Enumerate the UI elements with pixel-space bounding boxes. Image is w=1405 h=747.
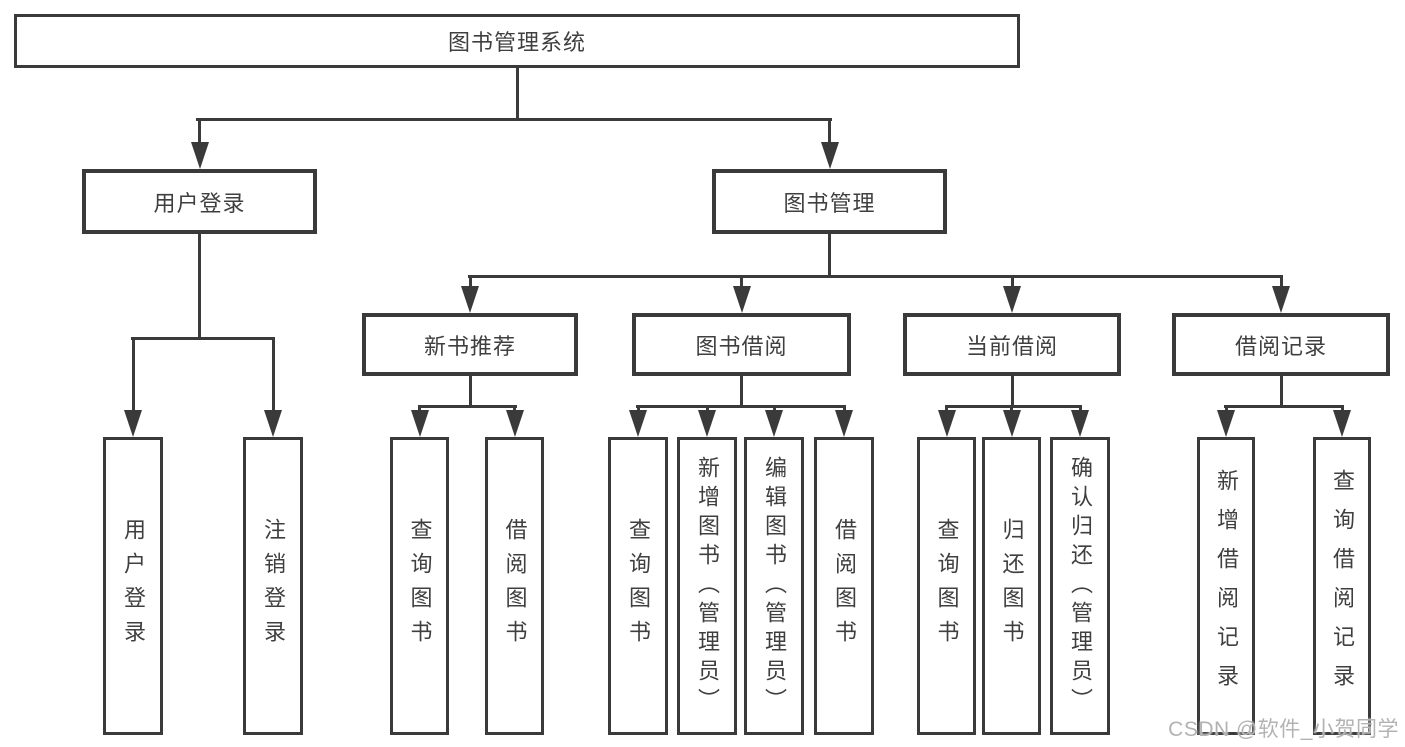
connector-new-book-stem <box>468 373 472 407</box>
connector-line <box>1340 405 1344 413</box>
leaf-label: 借阅图书 <box>832 518 857 654</box>
leaf-label: 编辑图书（管理员） <box>762 455 787 717</box>
leaf-query-borrow-record: 查询借阅记录 <box>1313 437 1371 735</box>
node-current-borrow: 当前借阅 <box>903 313 1121 376</box>
leaf-query-books-recommend: 查询图书 <box>390 437 449 735</box>
connector-line <box>636 405 640 413</box>
connector-line <box>513 405 516 413</box>
arrowhead-down-icon <box>124 410 142 437</box>
connector-user-login-branch <box>131 337 275 340</box>
arrowhead-down-icon <box>765 410 783 437</box>
leaf-label: 查询借阅记录 <box>1330 469 1355 703</box>
connector-borrow-records-stem <box>1279 373 1283 407</box>
connector-line <box>1224 405 1228 413</box>
connector-borrow-records-branch <box>1224 405 1344 408</box>
arrowhead-down-icon <box>1217 410 1235 437</box>
leaf-label: 确认归还（管理员） <box>1068 455 1093 717</box>
node-user-login: 用户登录 <box>82 169 317 234</box>
arrowhead-down-icon <box>410 410 429 437</box>
arrowhead-down-icon <box>461 286 479 313</box>
leaf-confirm-return-admin: 确认归还（管理员） <box>1050 437 1110 735</box>
leaf-add-books-admin: 新增图书（管理员） <box>677 437 737 735</box>
leaf-user-login: 用户登录 <box>103 437 163 735</box>
leaf-label: 用户登录 <box>121 518 146 654</box>
leaf-label: 查询图书 <box>934 518 960 654</box>
leaf-add-borrow-record: 新增借阅记录 <box>1197 437 1255 735</box>
arrowhead-down-icon <box>1333 410 1351 437</box>
node-new-book-recommend: 新书推荐 <box>362 313 578 376</box>
arrowhead-down-icon <box>190 142 209 169</box>
connector-current-borrow-stem <box>1010 373 1014 407</box>
node-root: 图书管理系统 <box>14 14 1020 68</box>
leaf-borrow-books-recommend: 借阅图书 <box>485 437 544 735</box>
connector-book-borrow-stem <box>740 373 743 407</box>
leaf-edit-books-admin: 编辑图书（管理员） <box>744 437 804 735</box>
arrowhead-down-icon <box>732 286 751 313</box>
arrowhead-down-icon <box>1272 286 1290 313</box>
arrowhead-down-icon <box>629 410 647 437</box>
connector-book-management-stem <box>828 231 831 278</box>
leaf-borrow-books: 借阅图书 <box>814 437 874 735</box>
leaf-query-books-borrow: 查询图书 <box>608 437 668 735</box>
connector-line <box>705 405 709 413</box>
connector-line <box>945 405 948 413</box>
connector-line <box>1010 405 1013 413</box>
leaf-return-books: 归还图书 <box>982 437 1041 735</box>
arrowhead-down-icon <box>1002 410 1021 437</box>
connector-line <box>1010 275 1014 289</box>
arrowhead-down-icon <box>937 410 956 437</box>
connector-line <box>772 405 776 413</box>
connector-line <box>740 275 743 289</box>
leaf-label: 归还图书 <box>999 518 1025 654</box>
connector-user-login-stem <box>198 231 201 339</box>
arrowhead-down-icon <box>820 142 839 169</box>
arrowhead-down-icon <box>505 410 524 437</box>
node-user-login-label: 用户登录 <box>153 190 246 216</box>
arrowhead-down-icon <box>264 410 282 437</box>
node-book-management-label: 图书管理 <box>783 190 876 216</box>
leaf-label: 借阅图书 <box>502 518 528 654</box>
connector-line <box>468 275 472 289</box>
connector-line <box>271 337 275 413</box>
connector-line <box>1279 275 1283 289</box>
node-new-book-recommend-label: 新书推荐 <box>423 333 516 359</box>
arrowhead-down-icon <box>835 410 853 437</box>
connector-book-borrow-branch <box>636 405 846 408</box>
node-current-borrow-label: 当前借阅 <box>965 333 1058 359</box>
connector-root-stem <box>515 66 519 120</box>
connector-line <box>842 405 846 413</box>
node-borrow-records-label: 借阅记录 <box>1234 333 1327 359</box>
connector-level2-branch <box>196 118 832 121</box>
connector-new-book-branch <box>418 405 517 408</box>
connector-level3-branch <box>468 275 1283 278</box>
csdn-watermark: CSDN @软件_小贺同学 <box>1168 718 1399 741</box>
leaf-logout: 注销登录 <box>243 437 303 735</box>
leaf-label: 注销登录 <box>261 518 286 654</box>
arrowhead-down-icon <box>1003 286 1021 313</box>
connector-line <box>131 337 135 413</box>
arrowhead-down-icon <box>1071 410 1089 437</box>
leaf-label: 新增图书（管理员） <box>695 455 720 717</box>
connector-current-borrow-branch <box>945 405 1082 408</box>
leaf-label: 查询图书 <box>407 518 433 654</box>
connector-line <box>1078 405 1082 413</box>
node-book-borrow: 图书借阅 <box>632 313 851 376</box>
connector-line <box>418 405 421 413</box>
connector-line <box>828 118 831 146</box>
node-borrow-records: 借阅记录 <box>1172 313 1390 376</box>
node-book-borrow-label: 图书借阅 <box>695 333 788 359</box>
leaf-query-books-current: 查询图书 <box>917 437 976 735</box>
arrowhead-down-icon <box>698 410 716 437</box>
leaf-label: 新增借阅记录 <box>1214 469 1239 703</box>
node-book-management: 图书管理 <box>712 169 947 234</box>
connector-line <box>198 118 201 146</box>
leaf-label: 查询图书 <box>626 518 651 654</box>
node-root-label: 图书管理系统 <box>447 30 586 55</box>
